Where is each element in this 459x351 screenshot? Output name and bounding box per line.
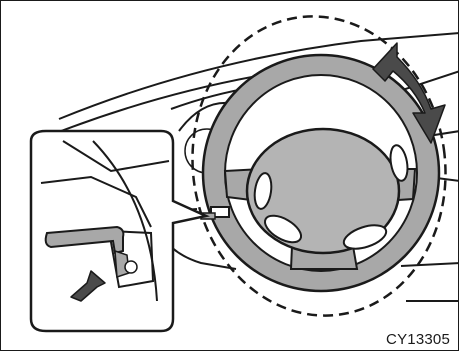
lever-inset-panel <box>31 131 206 331</box>
steering-wheel <box>203 55 439 291</box>
figure-code-label: CY13305 <box>386 331 450 348</box>
